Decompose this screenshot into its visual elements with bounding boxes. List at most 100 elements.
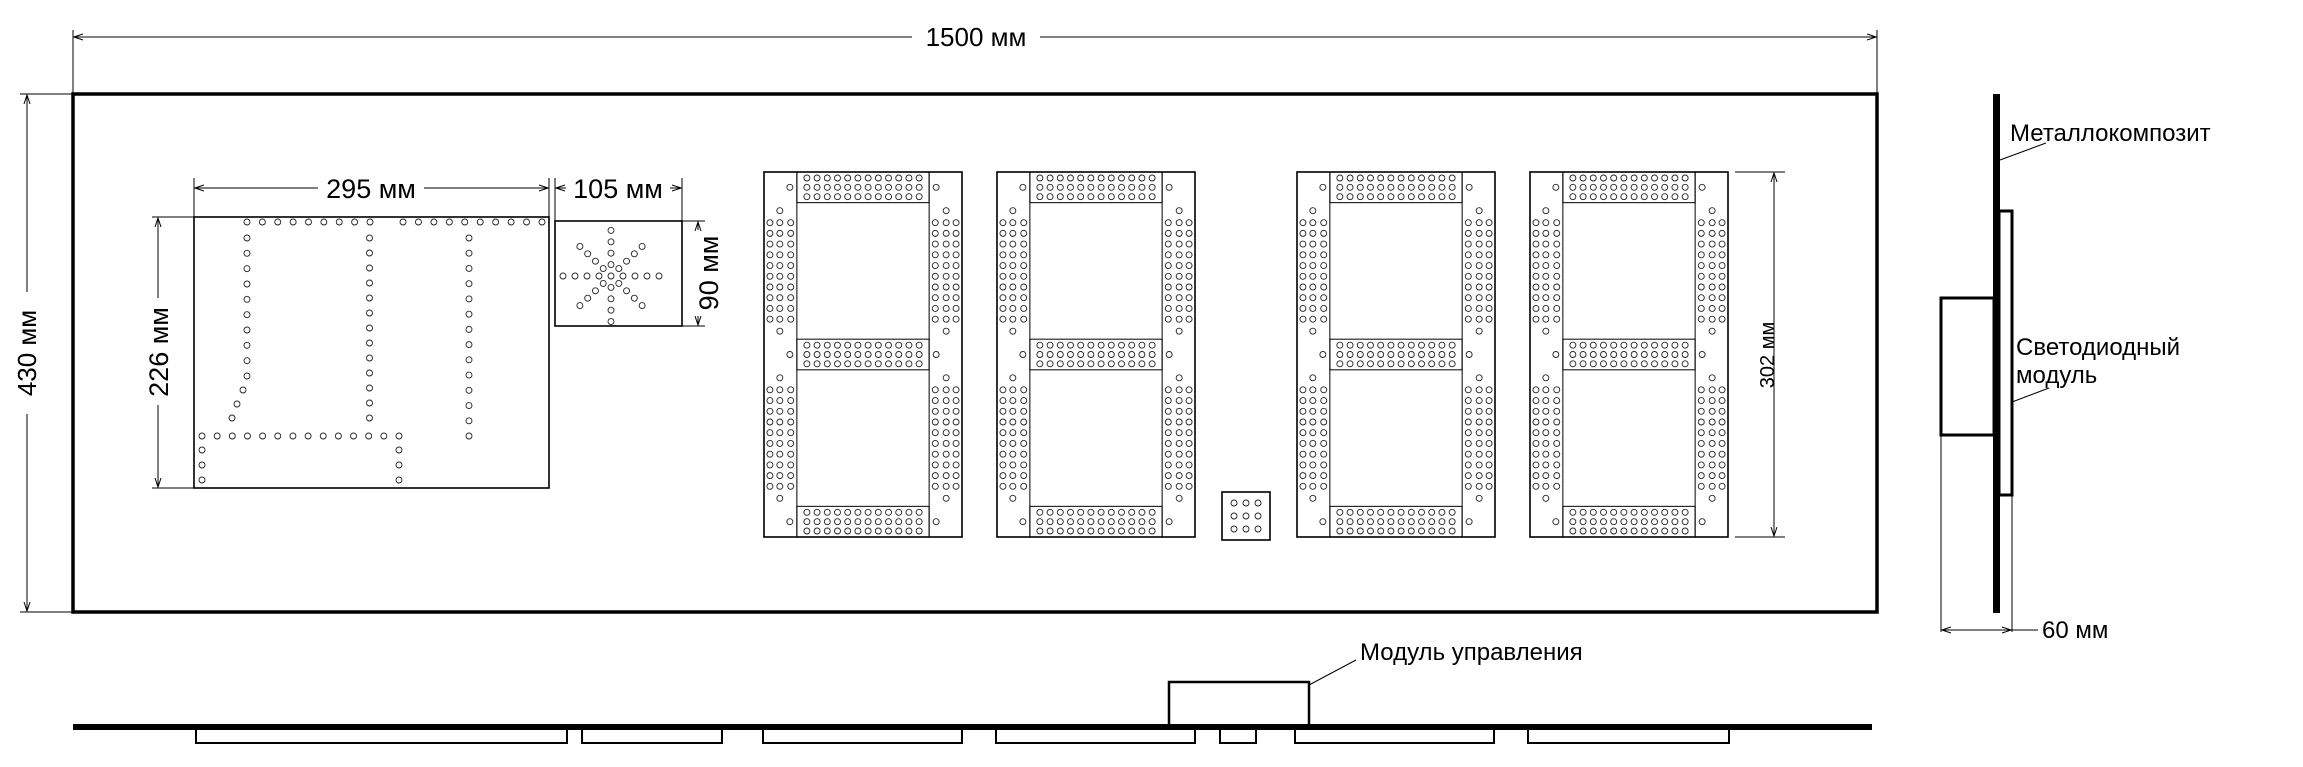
led-hole bbox=[1020, 262, 1028, 270]
led-hole bbox=[1019, 351, 1027, 358]
led-hole bbox=[1377, 174, 1385, 182]
led-hole bbox=[1056, 508, 1064, 516]
led-hole bbox=[1164, 472, 1172, 480]
led-hole bbox=[1185, 304, 1193, 312]
led-hole bbox=[1230, 525, 1238, 533]
led-hole bbox=[1097, 360, 1105, 368]
led-hole bbox=[465, 417, 473, 425]
led-hole bbox=[1569, 508, 1577, 516]
led-hole bbox=[776, 262, 784, 270]
led-hole bbox=[1175, 439, 1183, 447]
led-hole bbox=[1046, 360, 1054, 368]
led-hole bbox=[1464, 283, 1472, 291]
led-hole bbox=[1175, 304, 1183, 312]
led-hole bbox=[1067, 527, 1074, 535]
led-hole bbox=[1309, 229, 1317, 237]
led-hole bbox=[1299, 219, 1307, 227]
led-hole bbox=[366, 249, 373, 257]
led-hole bbox=[1009, 374, 1017, 382]
led-hole bbox=[1138, 193, 1146, 201]
led-hole bbox=[1485, 272, 1493, 280]
led-hole bbox=[1418, 341, 1425, 349]
led-hole bbox=[776, 472, 784, 480]
led-hole bbox=[631, 272, 639, 280]
led-hole bbox=[1067, 351, 1074, 358]
led-hole bbox=[395, 446, 403, 454]
led-hole bbox=[834, 341, 841, 349]
led-hole bbox=[952, 461, 960, 469]
led-hole bbox=[1485, 450, 1493, 458]
led-hole bbox=[915, 183, 923, 191]
led-hole bbox=[1485, 418, 1493, 426]
led-hole bbox=[1175, 472, 1183, 480]
led-hole bbox=[942, 494, 950, 502]
led-hole bbox=[776, 494, 784, 502]
led-hole bbox=[776, 229, 784, 237]
led-hole bbox=[1532, 407, 1540, 415]
led-hole bbox=[559, 272, 567, 280]
led-hole bbox=[591, 287, 599, 295]
led-hole bbox=[1056, 360, 1064, 368]
fuel-label-height: 226 мм bbox=[144, 307, 174, 397]
led-hole bbox=[1299, 407, 1307, 415]
led-hole bbox=[1309, 283, 1317, 291]
led-hole bbox=[1610, 527, 1618, 535]
led-hole bbox=[931, 429, 939, 437]
led-hole bbox=[1336, 193, 1344, 201]
led-hole bbox=[1418, 508, 1425, 516]
digit-module-4 bbox=[1529, 171, 1729, 538]
led-hole bbox=[1377, 527, 1385, 535]
led-hole bbox=[854, 518, 862, 526]
led-hole bbox=[813, 341, 821, 349]
led-hole bbox=[1651, 193, 1658, 201]
led-hole bbox=[1464, 219, 1472, 227]
led-hole bbox=[1418, 193, 1425, 201]
led-hole bbox=[1067, 508, 1074, 516]
led-hole bbox=[1418, 527, 1425, 535]
led-hole bbox=[1367, 351, 1374, 358]
led-hole bbox=[576, 302, 584, 310]
led-hole bbox=[942, 283, 950, 291]
led-hole bbox=[1640, 527, 1648, 535]
led-hole bbox=[1661, 183, 1669, 191]
led-hole bbox=[1020, 229, 1028, 237]
led-hole bbox=[1356, 351, 1364, 358]
led-hole bbox=[1553, 386, 1561, 394]
led-hole bbox=[931, 461, 939, 469]
led-hole bbox=[1309, 272, 1317, 280]
led-hole bbox=[1553, 461, 1561, 469]
led-hole bbox=[1464, 272, 1472, 280]
led-hole bbox=[1708, 240, 1716, 248]
led-hole bbox=[766, 407, 774, 415]
led-hole bbox=[243, 295, 251, 303]
led-hole bbox=[1320, 439, 1328, 447]
led-hole bbox=[1697, 418, 1705, 426]
led-hole bbox=[952, 262, 960, 270]
led-hole bbox=[1589, 341, 1597, 349]
led-hole bbox=[1532, 439, 1540, 447]
led-hole bbox=[1185, 461, 1193, 469]
led-hole bbox=[274, 218, 282, 226]
led-hole bbox=[844, 527, 852, 535]
led-hole bbox=[895, 518, 903, 526]
led-hole bbox=[1475, 439, 1483, 447]
led-hole bbox=[1118, 174, 1125, 182]
led-hole bbox=[1087, 351, 1095, 358]
led-hole bbox=[1336, 183, 1344, 191]
led-hole bbox=[1681, 174, 1689, 182]
led-hole bbox=[1377, 518, 1385, 526]
led-hole bbox=[1465, 351, 1473, 358]
led-hole bbox=[1175, 386, 1183, 394]
led-hole bbox=[766, 219, 774, 227]
led-hole bbox=[1320, 304, 1328, 312]
led-hole bbox=[1320, 294, 1328, 302]
led-hole bbox=[854, 508, 862, 516]
led-hole bbox=[1299, 283, 1307, 291]
led-hole bbox=[1185, 450, 1193, 458]
led-hole bbox=[854, 351, 862, 358]
led-hole bbox=[787, 429, 795, 437]
led-hole bbox=[1387, 351, 1395, 358]
led-hole bbox=[1620, 518, 1628, 526]
led-hole bbox=[1175, 397, 1183, 405]
led-hole bbox=[1697, 272, 1705, 280]
